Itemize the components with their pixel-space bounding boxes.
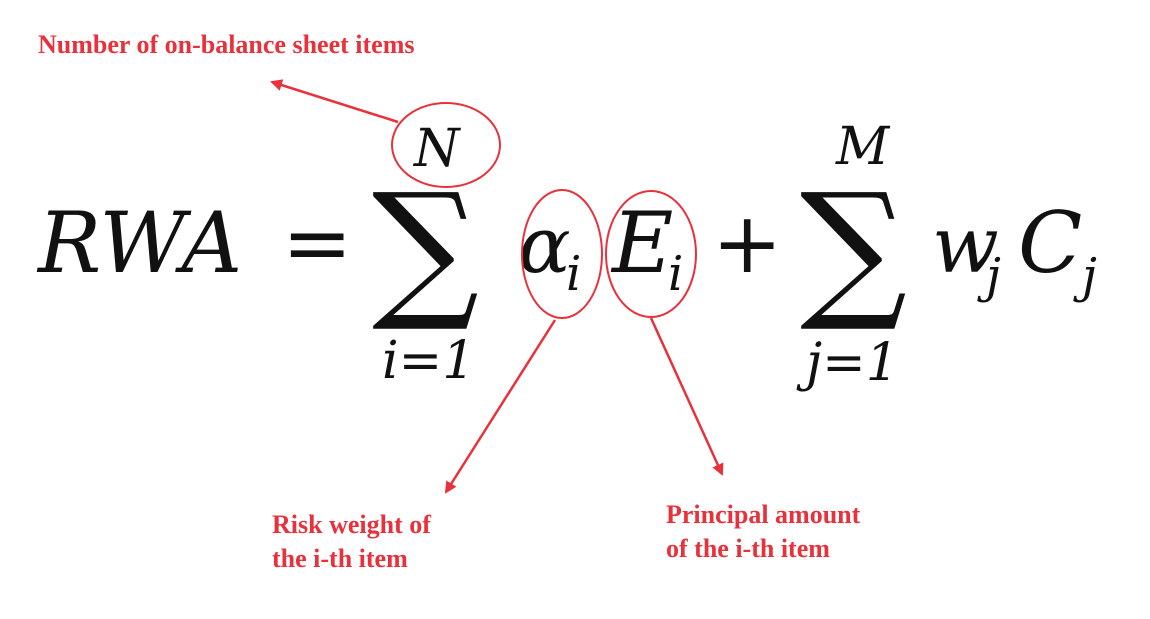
- circle-upper-limit: [391, 102, 501, 188]
- sum2-upper-limit: M: [835, 117, 891, 177]
- term-alpha: α: [518, 201, 571, 291]
- formula-plus: +: [712, 194, 782, 292]
- term-c: C: [1018, 194, 1082, 292]
- sum1-upper-limit: N: [412, 119, 461, 179]
- annotation-risk-line-2: the i-th item: [272, 544, 408, 573]
- annotation-number-of-items: Number of on-balance sheet items: [38, 28, 414, 62]
- term-e-subscript: i: [668, 246, 683, 302]
- annotation-principal-line-1: Principal amount: [666, 500, 861, 529]
- annotation-top-text: Number of on-balance sheet items: [38, 30, 415, 59]
- sum2-symbol: ∑: [800, 162, 907, 336]
- annotation-principal-line-2: of the i-th item: [666, 534, 830, 563]
- annotation-risk-weight: Risk weight of the i-th item: [272, 508, 431, 576]
- sum2-lower-limit: j=1: [796, 333, 899, 393]
- arrow-to-risk-label: [444, 319, 557, 494]
- term-w: w: [932, 201, 999, 291]
- term-e: E: [610, 194, 673, 292]
- sum1-lower-limit: i=1: [382, 331, 475, 391]
- formula-lhs: RWA: [36, 194, 242, 292]
- circle-e-term: [605, 190, 697, 318]
- sum1-symbol: ∑: [372, 162, 479, 336]
- formula-equals: =: [282, 194, 352, 292]
- arrow-to-principal-label: [649, 317, 724, 476]
- annotation-principal-amount: Principal amount of the i-th item: [666, 498, 860, 566]
- circle-alpha-term: [521, 189, 603, 319]
- term-alpha-subscript: i: [566, 246, 581, 302]
- arrow-to-top-label: [270, 79, 399, 124]
- annotation-risk-line-1: Risk weight of: [272, 510, 431, 539]
